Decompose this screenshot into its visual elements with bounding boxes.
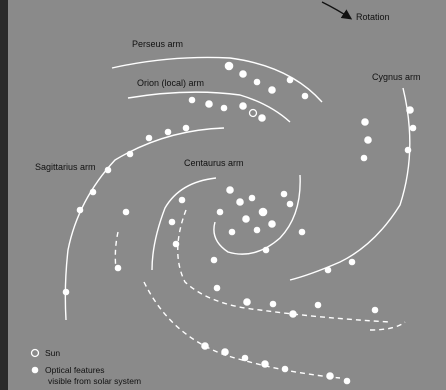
optical-feature xyxy=(258,207,268,217)
optical-feature xyxy=(224,61,234,71)
optical-feature xyxy=(286,200,294,208)
optical-feature xyxy=(324,266,332,274)
legend-optical-label-line1: Optical features xyxy=(45,365,105,375)
optical-feature xyxy=(268,220,276,228)
optical-feature xyxy=(248,194,256,202)
optical-feature xyxy=(216,208,224,216)
optical-feature xyxy=(182,124,190,132)
optical-feature xyxy=(210,256,218,264)
rotation-arrow xyxy=(321,1,353,20)
optical-feature xyxy=(114,264,122,272)
optical-feature xyxy=(406,106,414,114)
centaurus-arm-label: Centaurus arm xyxy=(184,158,244,168)
cygnus-tail-dashed xyxy=(369,321,406,331)
optical-feature xyxy=(239,70,247,78)
perseus-arm-line xyxy=(111,56,323,103)
optical-feature xyxy=(314,301,322,309)
orion-arm-line xyxy=(127,91,291,123)
optical-feature xyxy=(360,154,368,162)
optical-feature xyxy=(226,186,234,194)
legend-sun-symbol xyxy=(30,348,40,358)
optical-feature xyxy=(168,218,176,226)
optical-feature xyxy=(298,228,306,236)
optical-feature xyxy=(126,150,134,158)
optical-feature xyxy=(409,124,417,132)
rotation-label: Rotation xyxy=(356,12,390,22)
optical-feature xyxy=(261,360,269,368)
legend-optical-symbol xyxy=(31,366,39,374)
optical-feature-blobs xyxy=(62,61,417,385)
optical-feature xyxy=(76,206,84,214)
optical-feature xyxy=(253,226,261,234)
optical-feature xyxy=(269,300,277,308)
optical-feature xyxy=(104,166,112,174)
optical-feature xyxy=(178,196,186,204)
orion-arm-label: Orion (local) arm xyxy=(137,78,204,88)
optical-feature xyxy=(228,228,236,236)
centaurus-arm-line xyxy=(151,177,217,271)
optical-feature xyxy=(239,102,247,110)
optical-feature xyxy=(145,134,153,142)
optical-feature xyxy=(281,365,289,373)
optical-feature xyxy=(361,118,369,126)
inner-arm-dashed xyxy=(177,209,391,323)
legend-optical-label-line2: visible from solar system xyxy=(48,376,141,386)
legend: Sun Optical features visible from solar … xyxy=(30,348,141,386)
optical-feature xyxy=(122,208,130,216)
optical-feature xyxy=(62,288,70,296)
optical-feature xyxy=(326,372,334,380)
optical-feature xyxy=(89,188,97,196)
sagittarius-dashed-fragment xyxy=(114,231,119,271)
inner-spiral-line xyxy=(213,174,301,255)
optical-feature xyxy=(172,240,180,248)
optical-feature xyxy=(188,96,196,104)
optical-feature xyxy=(404,146,412,154)
optical-feature xyxy=(213,284,221,292)
optical-feature xyxy=(242,215,250,223)
optical-feature xyxy=(243,298,251,306)
cygnus-arm-line xyxy=(289,87,411,281)
left-border-bar xyxy=(0,0,8,390)
optical-feature xyxy=(220,104,228,112)
optical-feature xyxy=(268,86,276,94)
optical-feature xyxy=(364,136,372,144)
sun-marker xyxy=(248,108,258,118)
legend-sun-label: Sun xyxy=(45,348,60,358)
optical-feature xyxy=(201,342,209,350)
optical-feature xyxy=(205,100,213,108)
optical-feature xyxy=(280,190,288,198)
optical-feature xyxy=(348,258,356,266)
perseus-arm-label: Perseus arm xyxy=(132,39,183,49)
optical-feature xyxy=(221,348,229,356)
optical-feature xyxy=(301,92,309,100)
sagittarius-arm-label: Sagittarius arm xyxy=(35,162,96,172)
optical-feature xyxy=(343,377,351,385)
optical-feature xyxy=(371,306,379,314)
sagittarius-arm-line xyxy=(64,127,225,321)
optical-feature xyxy=(286,76,294,84)
optical-feature xyxy=(258,114,266,122)
cygnus-arm-label: Cygnus arm xyxy=(372,72,421,82)
optical-feature xyxy=(253,78,261,86)
optical-feature xyxy=(236,198,244,206)
optical-feature xyxy=(241,354,249,362)
optical-feature xyxy=(164,128,172,136)
optical-feature xyxy=(262,246,270,254)
optical-feature xyxy=(289,310,297,318)
